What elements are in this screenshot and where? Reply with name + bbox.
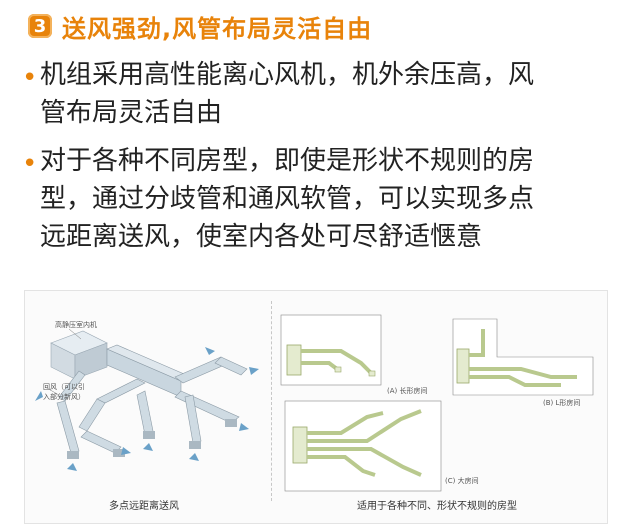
bullet-text: 管布局灵活自由: [40, 98, 223, 128]
return-air-label: 回风（可以引: [43, 383, 85, 391]
bullet-item: • 对于各种不同房型，即使是形状不规则的房 型，通过分歧管和通风软管，可以实现多…: [22, 142, 622, 256]
bullet-text: 机组采用高性能离心风机，机外余压高，风: [40, 60, 535, 90]
bullet-item: • 机组采用高性能离心风机，机外余压高，风 管布局灵活自由: [22, 56, 622, 132]
right-caption: 适用于各种不同、形状不规则的房型: [357, 501, 517, 512]
room-b-label: (B) L形房间: [543, 399, 581, 407]
indoor-unit-label: 高静压室内机: [55, 321, 97, 329]
room-layout-diagrams: [280, 314, 594, 492]
room-a-label: (A) 长形房间: [387, 387, 428, 395]
bullet-list: • 机组采用高性能离心风机，机外余压高，风 管布局灵活自由 • 对于各种不同房型…: [22, 56, 622, 266]
left-caption: 多点远距离送风: [109, 501, 179, 512]
bullet-text: 远距离送风，使室内各处可尽舒适惬意: [40, 222, 483, 252]
room-b-diagram: [452, 318, 594, 396]
room-c-label: (C) 大房间: [445, 477, 479, 485]
section-title: 送风强劲,风管布局灵活自由: [62, 14, 373, 43]
section-header: 3 送风强劲,风管布局灵活自由: [28, 6, 372, 46]
bullet-text: 型，通过分歧管和通风软管，可以实现多点: [40, 184, 535, 214]
bullet-text: 对于各种不同房型，即使是形状不规则的房: [40, 146, 535, 176]
airflow-arrow-icons: [35, 347, 259, 471]
bullet-dot-icon: •: [22, 63, 38, 93]
bullet-dot-icon: •: [22, 149, 38, 179]
figure-divider: [271, 301, 272, 501]
duct-layout-figure: 高静压室内机 回风（可以引 入部分新风） 多点远距离送风: [24, 290, 608, 524]
duct-system-illustration: [35, 328, 259, 471]
room-c-diagram: [284, 400, 442, 492]
return-air-label: 入部分新风）: [43, 393, 85, 401]
air-vents: [67, 419, 237, 459]
section-number-badge: 3: [28, 14, 52, 38]
indoor-unit: [50, 330, 108, 380]
room-a-diagram: [280, 314, 382, 386]
